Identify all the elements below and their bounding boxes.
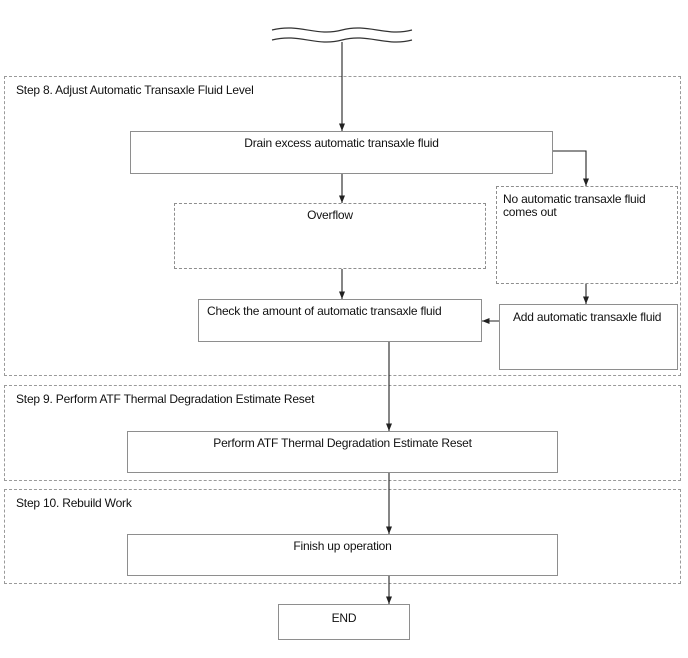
overflow-box: Overflow xyxy=(174,203,486,269)
add-fluid-box: Add automatic transaxle fluid xyxy=(499,304,678,370)
continuation-break-icon xyxy=(271,27,413,33)
step-10-title: Step 10. Rebuild Work xyxy=(16,496,132,510)
check-amount-box: Check the amount of automatic transaxle … xyxy=(198,299,482,342)
reset-box: Perform ATF Thermal Degradation Estimate… xyxy=(127,431,558,473)
step-9-title: Step 9. Perform ATF Thermal Degradation … xyxy=(16,392,315,406)
step-8-title: Step 8. Adjust Automatic Transaxle Fluid… xyxy=(16,83,254,97)
finish-box: Finish up operation xyxy=(127,534,558,576)
arrow-drain-to-no-fluid xyxy=(553,150,590,186)
end-box: END xyxy=(278,604,410,640)
finish-label: Finish up operation xyxy=(293,539,392,553)
drain-fluid-box: Drain excess automatic transaxle fluid xyxy=(130,131,553,174)
drain-fluid-label: Drain excess automatic transaxle fluid xyxy=(244,136,439,150)
no-fluid-box: No automatic transaxle fluid comes out xyxy=(496,186,678,284)
check-amount-label: Check the amount of automatic transaxle … xyxy=(207,304,442,318)
overflow-label: Overflow xyxy=(307,208,353,222)
no-fluid-label: No automatic transaxle fluid comes out xyxy=(503,192,646,219)
reset-label: Perform ATF Thermal Degradation Estimate… xyxy=(213,436,472,450)
end-label: END xyxy=(331,611,357,625)
step-9-frame: Step 9. Perform ATF Thermal Degradation … xyxy=(4,385,681,481)
add-fluid-label: Add automatic transaxle fluid xyxy=(513,310,662,324)
step-10-frame: Step 10. Rebuild Work xyxy=(4,489,681,584)
